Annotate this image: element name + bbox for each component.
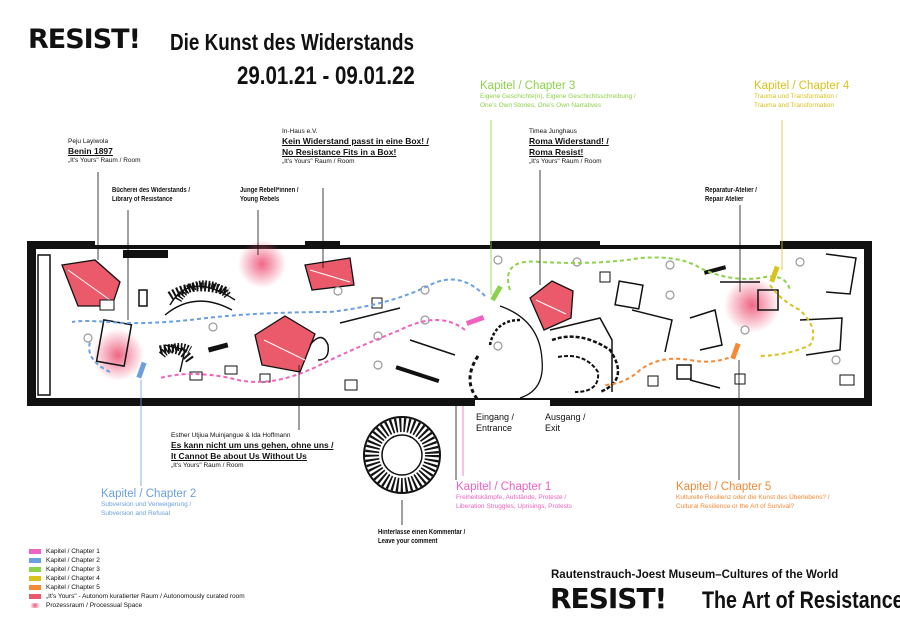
header-dates: 29.01.21 - 09.01.22 — [237, 62, 415, 90]
label-roma: Timea Junghaus Roma Widerstand! / Roma R… — [529, 128, 609, 165]
amphitheatre — [158, 280, 232, 358]
chapter-4-label: Kapitel / Chapter 4 Trauma und Transform… — [754, 80, 850, 109]
footer-subtitle: The Art of Resistance — [702, 587, 900, 614]
legend-swatch — [29, 576, 41, 581]
room-benin — [61, 259, 121, 307]
legend-swatch — [29, 567, 41, 572]
label-esther: Esther Utjiua Muinjangue & Ida Hoffmann … — [171, 432, 334, 469]
room-kein-widerstand — [304, 257, 355, 291]
room-roma — [529, 280, 574, 331]
paths — [71, 256, 815, 386]
columns — [83, 255, 841, 370]
processual-space-repair — [724, 277, 780, 333]
window-gaps — [95, 241, 780, 406]
label-kein-widerstand: In-Haus e.V. Kein Widerstand passt in ei… — [282, 128, 429, 165]
leader-lines — [97, 170, 741, 525]
chapter-3-label: Kapitel / Chapter 3 Eigene Geschichte(n)… — [480, 80, 636, 109]
label-benin: Peju Layiwola Benin 1897 „It's Yours" Ra… — [68, 138, 141, 164]
label-entrance: Eingang / Entrance — [476, 412, 515, 433]
legend-swatch — [29, 558, 41, 563]
processual-space-young-rebels — [238, 240, 286, 288]
comment-wheel — [363, 416, 441, 494]
footer-museum: Rautenstrauch-Joest Museum–Cultures of t… — [551, 569, 839, 581]
room-esther — [254, 315, 316, 373]
legend-swatch — [29, 585, 41, 590]
legend-swatch — [29, 603, 41, 608]
chapter-1-label: Kapitel / Chapter 1 Freiheitskämpfe, Auf… — [456, 481, 572, 510]
label-repair: Reparatur-Atelier / Repair Atelier — [705, 187, 757, 203]
chapter-5-label: Kapitel / Chapter 5 Kulturelle Resilienz… — [676, 481, 830, 510]
legend-swatch — [29, 594, 41, 599]
label-comment: Hinterlasse einen Kommentar / Leave your… — [378, 529, 466, 545]
chapter-markers — [136, 265, 780, 379]
label-library: Bücherei des Widerstands / Library of Re… — [112, 187, 190, 203]
label-young-rebels: Junge Rebell*innen / Young Rebels — [240, 187, 299, 203]
chapter-2-label: Kapitel / Chapter 2 Subversion und Verwe… — [101, 488, 197, 517]
label-exit: Ausgang / Exit — [545, 412, 586, 433]
footer-resist: RESIST! — [550, 582, 667, 615]
legend-swatch — [29, 549, 41, 554]
header-subtitle: Die Kunst des Widerstands — [170, 29, 415, 55]
header-resist: RESIST! — [28, 24, 141, 55]
processual-space-library — [92, 329, 144, 381]
